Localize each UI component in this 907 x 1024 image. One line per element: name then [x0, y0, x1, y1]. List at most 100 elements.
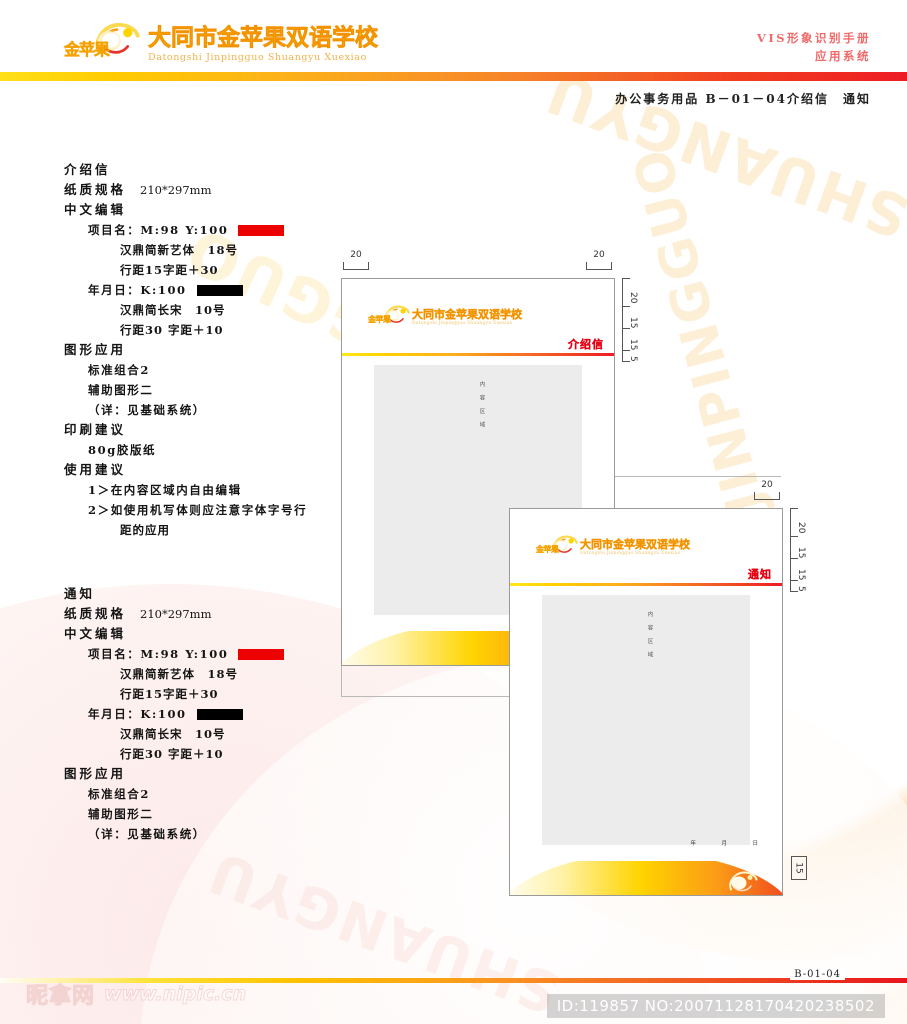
- spec-item-font: 汉鼎简新艺体 18号: [120, 667, 239, 681]
- spec-date-spacing: 行距30 字距＋10: [120, 747, 224, 761]
- mockup-content-area-label: 内容区域: [478, 381, 485, 435]
- footer-page-code: B-01-04: [790, 969, 845, 980]
- mockup-logo-text: 大同市金苹果双语学校 Datongshi Jinpingguo Shuangyu…: [412, 307, 522, 327]
- spec-print-value: 80g胶版纸: [88, 443, 157, 457]
- spec-use-2: 2＞如使用机写体则应注意字体字号行: [88, 503, 308, 517]
- color-swatch-red: [238, 224, 285, 236]
- manual-title-line1: VIS形象识别手册: [756, 31, 871, 45]
- dim-value: 15: [793, 862, 804, 874]
- mockup-title-label: 介绍信: [568, 338, 604, 351]
- dim-stack-right-2: 20 15 15 5: [790, 508, 806, 592]
- dim-value: 5: [796, 586, 806, 592]
- spec-graphic-1: 标准组合2: [88, 787, 151, 801]
- footer-apple-icon: [729, 871, 758, 892]
- background-watermark-2: JINPINGGUO: [621, 141, 778, 519]
- dim-value: 20: [796, 522, 806, 534]
- spec-date-color: K:100: [140, 707, 187, 721]
- dim-value: 15: [628, 317, 638, 329]
- spec-paper-label: 纸质规格: [64, 182, 127, 197]
- spec-date-row: 年月日：K:100: [64, 280, 364, 300]
- dim-segment: 20: [790, 508, 806, 536]
- spec-item-color: M:98 Y:100: [140, 647, 229, 661]
- mockup-logo-chinese: 大同市金苹果双语学校: [580, 537, 690, 551]
- golden-apple-icon: [95, 23, 140, 54]
- color-swatch-black: [196, 708, 243, 720]
- mockup-logo-pinyin: Datongshi Jinpingguo Shuangyu Xuexiao: [580, 550, 681, 556]
- mockup-content-area-label: 内容区域: [646, 611, 653, 665]
- spec-graphic-2: 辅助图形二: [88, 383, 154, 397]
- spec-graphic-3: （详：见基础系统）: [88, 403, 206, 417]
- dim-segment: 15: [622, 328, 638, 350]
- dim-value: 15: [628, 339, 638, 351]
- spec-gap: [64, 540, 364, 584]
- mockup-logo-mark: 金苹果: [368, 305, 410, 326]
- spec-use-label: 使用建议: [64, 462, 127, 477]
- dim-value: 20: [350, 250, 362, 260]
- logo-mark: 金苹果: [64, 22, 144, 62]
- site-watermark-url: www.nipic.cn: [104, 983, 247, 1006]
- dim-stack-right-1: 20 15 15 5: [622, 278, 638, 362]
- spec-item-label: 项目名：: [88, 647, 141, 661]
- image-id-watermark: ID:119857 NO:20071128170420238502: [546, 994, 885, 1018]
- spec-date-font: 汉鼎简长宋 10号: [120, 303, 226, 317]
- spec-graphic-label: 图形应用: [64, 342, 127, 357]
- mockup-logo-badge: 金苹果: [536, 545, 559, 554]
- dim-mark-bottom-2: 15: [791, 856, 807, 880]
- spec-item-label: 项目名：: [88, 223, 141, 237]
- mockup-logo-chinese: 大同市金苹果双语学校: [412, 307, 522, 321]
- spec-block-notice: 通知 纸质规格 210*297mm 中文编辑 项目名：M:98 Y:100 汉鼎简…: [64, 584, 364, 844]
- dim-segment: 15: [790, 536, 806, 558]
- dim-segment: 5: [790, 580, 806, 592]
- spec-item-spacing: 行距15字距＋30: [120, 687, 219, 701]
- mockup-logo-pinyin: Datongshi Jinpingguo Shuangyu Xuexiao: [412, 320, 513, 326]
- spec-graphic-label: 图形应用: [64, 766, 127, 781]
- school-logo: 金苹果 大同市金苹果双语学校 Datongshi Jinpingguo Shua…: [64, 22, 378, 62]
- manual-title-line2: 应用系统: [815, 48, 871, 63]
- dim-segment: 15: [790, 558, 806, 580]
- dim-segment: 20: [622, 278, 638, 306]
- spec-date-row: 年月日：K:100: [64, 704, 364, 724]
- site-watermark-cn: 昵拿网: [25, 984, 96, 1010]
- spec-print-label: 印刷建议: [64, 422, 127, 437]
- spec-cn-edit-label: 中文编辑: [64, 626, 127, 641]
- spec-item-font: 汉鼎简新艺体 18号: [120, 243, 239, 257]
- dim-segment: 5: [622, 350, 638, 362]
- spec-date-font: 汉鼎简长宋 10号: [120, 727, 226, 741]
- dim-value: 15: [796, 547, 806, 559]
- mockup-date-line: 年 月 日: [690, 841, 768, 847]
- dim-mark-top-right-2: 20: [754, 480, 780, 500]
- spec-item-color: M:98 Y:100: [140, 223, 229, 237]
- dim-value: 20: [628, 292, 638, 304]
- spec-cn-edit-label: 中文编辑: [64, 202, 127, 217]
- spec-item-row: 项目名：M:98 Y:100: [64, 644, 364, 664]
- dim-mark-top-left-1: 20: [343, 250, 369, 270]
- spec-title: 通知: [64, 586, 96, 601]
- spec-date-spacing: 行距30 字距＋10: [120, 323, 224, 337]
- spec-graphic-2: 辅助图形二: [88, 807, 154, 821]
- spec-title: 介绍信: [64, 162, 111, 177]
- spec-date-label: 年月日：: [88, 283, 141, 297]
- manual-title: VIS形象识别手册 应用系统: [757, 30, 871, 66]
- dim-value: 5: [628, 356, 638, 362]
- spec-paper-label: 纸质规格: [64, 606, 127, 621]
- spec-graphic-1: 标准组合2: [88, 363, 151, 377]
- mockup-logo: 金苹果 大同市金苹果双语学校 Datongshi Jinpingguo Shua…: [536, 535, 690, 556]
- logo-badge-text: 金苹果: [64, 40, 111, 60]
- page-header: 金苹果 大同市金苹果双语学校 Datongshi Jinpingguo Shua…: [0, 0, 907, 72]
- spec-date-color: K:100: [140, 283, 187, 297]
- dim-value: 15: [796, 569, 806, 581]
- mockup-notice: 金苹果 大同市金苹果双语学校 Datongshi Jinpingguo Shua…: [509, 508, 783, 896]
- header-gradient-rule: [0, 72, 907, 81]
- spec-paper-row: 纸质规格 210*297mm: [64, 604, 364, 624]
- spec-paper-value: 210*297mm: [140, 607, 212, 621]
- color-swatch-red: [238, 648, 285, 660]
- spec-date-label: 年月日：: [88, 707, 141, 721]
- spec-use-3: 距的应用: [120, 523, 170, 537]
- mockup-gradient-rule: [510, 583, 782, 586]
- logo-chinese-name: 大同市金苹果双语学校: [148, 24, 379, 51]
- mockup-logo-text: 大同市金苹果双语学校 Datongshi Jinpingguo Shuangyu…: [580, 537, 690, 557]
- dim-value: 20: [761, 480, 773, 490]
